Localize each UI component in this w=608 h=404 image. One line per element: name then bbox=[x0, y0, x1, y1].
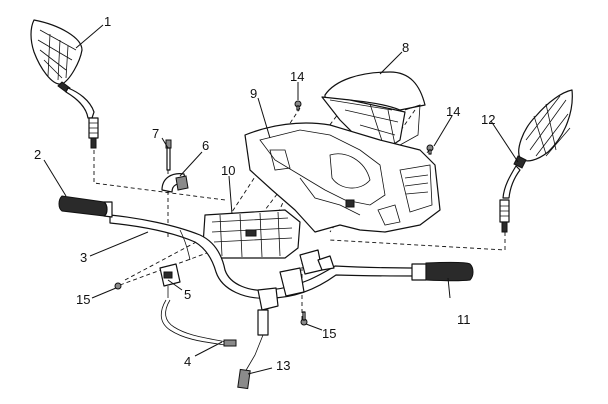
part-4-cable bbox=[160, 299, 237, 347]
callout-5: 5 bbox=[184, 287, 191, 302]
callout-4: 4 bbox=[184, 354, 191, 369]
part-6-clamp-bracket bbox=[161, 173, 189, 193]
part-5-switch-bracket bbox=[159, 263, 181, 298]
part-15-screws bbox=[114, 282, 308, 326]
callout-14-right: 14 bbox=[446, 104, 460, 119]
part-11-right-grip bbox=[411, 261, 474, 282]
leader-lines bbox=[43, 24, 519, 375]
callout-3: 3 bbox=[80, 250, 87, 265]
part-1-left-mirror bbox=[30, 19, 99, 149]
part-7-bolt bbox=[165, 139, 172, 171]
part-8-upper-cover bbox=[321, 71, 426, 151]
callout-1: 1 bbox=[104, 14, 111, 29]
callout-15-right: 15 bbox=[322, 326, 336, 341]
callout-8: 8 bbox=[402, 40, 409, 55]
callout-14-top: 14 bbox=[290, 69, 304, 84]
callout-10: 10 bbox=[221, 163, 235, 178]
part-14-screws bbox=[294, 100, 434, 155]
callout-6: 6 bbox=[202, 138, 209, 153]
part-9-handlebar-body bbox=[244, 122, 441, 233]
callout-11: 11 bbox=[457, 312, 471, 327]
callout-12: 12 bbox=[481, 112, 495, 127]
callout-15-left: 15 bbox=[76, 292, 90, 307]
callout-13: 13 bbox=[276, 358, 290, 373]
right-switch-assembly bbox=[279, 249, 335, 297]
part-12-right-mirror bbox=[499, 89, 573, 233]
part-2-left-grip bbox=[58, 195, 113, 218]
callout-7: 7 bbox=[152, 126, 159, 141]
part-13-throttle-cable bbox=[237, 287, 279, 390]
callout-labels: 1 2 3 4 5 6 7 8 9 10 11 12 13 14 14 15 1… bbox=[34, 14, 495, 373]
callout-2: 2 bbox=[34, 147, 41, 162]
callout-9: 9 bbox=[250, 86, 257, 101]
